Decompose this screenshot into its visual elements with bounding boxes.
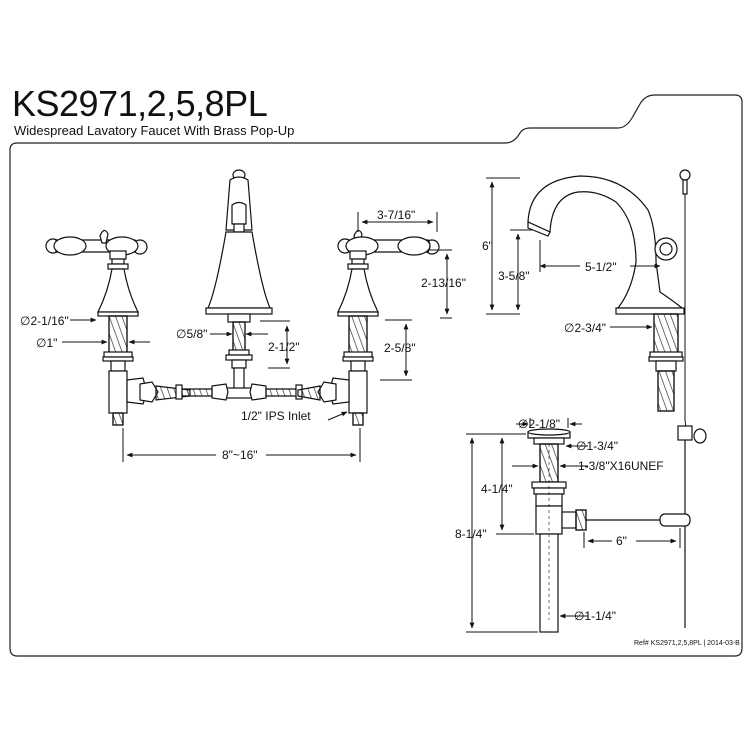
handle-base-dia-label: ∅2-1/16" xyxy=(20,314,69,328)
handle-height-label: 2-13/16" xyxy=(421,276,466,290)
model-title: KS2971,2,5,8PL xyxy=(12,83,268,124)
spout-shank-length-label: 2-1/2" xyxy=(268,340,300,354)
reference-number: Ref# KS2971,2,5,8PL | 2014-03-B xyxy=(634,640,740,647)
inlet-label: 1/2" IPS Inlet xyxy=(241,409,311,423)
left-handle xyxy=(45,229,191,426)
drain-top-dia-label: ∅1-3/4" xyxy=(576,439,618,453)
spout-height-label: 3-5/8" xyxy=(498,269,530,283)
lift-rod-length-label: 6" xyxy=(616,534,627,548)
lift-clip xyxy=(677,425,707,628)
flange-dia-label: ∅2-1/8" xyxy=(518,417,560,431)
stem-dia-label: ∅1" xyxy=(36,336,57,350)
spout-reach-label: 5-1/2" xyxy=(585,260,617,274)
product-subtitle: Widespread Lavatory Faucet With Brass Po… xyxy=(14,123,295,138)
drain-total-height-label: 8-1/4" xyxy=(455,527,487,541)
overall-height-label: 6" xyxy=(482,239,493,253)
right-handle xyxy=(297,229,440,426)
spread-label: 8"~16" xyxy=(222,448,258,462)
popup-drain xyxy=(527,428,691,633)
tailpiece-dia-label: ∅1-1/4" xyxy=(574,609,616,623)
spout-side xyxy=(527,169,691,412)
drain-body-height-label: 4-1/4" xyxy=(481,482,513,496)
thread-spec-label: 1-3/8"X16UNEF xyxy=(578,459,664,473)
spout-front xyxy=(175,169,303,401)
handle-shank-length-label: 2-5/8" xyxy=(384,341,416,355)
frame-border xyxy=(9,94,743,657)
handle-width-label: 3-7/16" xyxy=(377,208,415,222)
spout-base-dia-label: ∅2-3/4" xyxy=(564,321,606,335)
spout-shank-dia-label: ∅5/8" xyxy=(176,327,207,341)
